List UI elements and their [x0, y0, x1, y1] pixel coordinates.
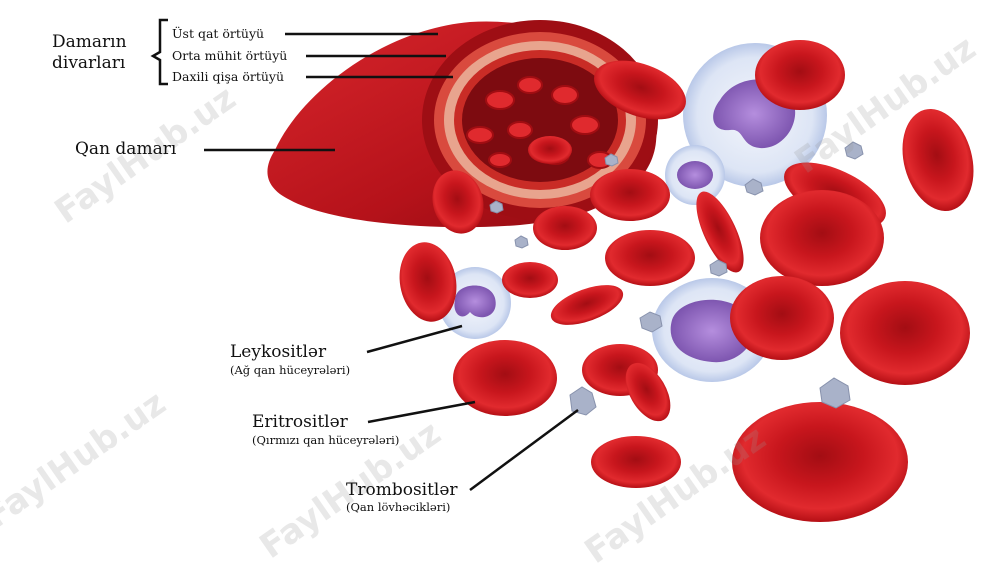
middle-layer-label: Orta mühit örtüyü [172, 48, 288, 63]
vessel-walls-line1: Damarın [52, 32, 127, 52]
erythrocytes-sublabel: (Qırmızı qan hüceyrələri) [252, 433, 400, 447]
vessel-walls-line2: divarları [52, 53, 126, 73]
leader-lines [204, 32, 579, 492]
outer-layer-label: Üst qat örtüyü [172, 26, 265, 41]
thrombocytes-label: Trombositlər [346, 480, 458, 500]
red-blood-cells [399, 40, 974, 522]
vessel-walls-label: Damarın divarları [52, 32, 127, 74]
blood-vessel-label: Qan damarı [75, 139, 177, 159]
thrombocytes-sublabel: (Qan lövhəcikləri) [346, 500, 451, 514]
erythrocytes-label: Eritrositlər [252, 412, 348, 432]
inner-layer-label: Daxili qişa örtüyü [172, 69, 285, 84]
leukocytes-sublabel: (Ağ qan hüceyrələri) [230, 363, 351, 377]
vessel-walls-bracket [150, 18, 168, 86]
platelets [489, 141, 864, 416]
leukocytes-label: Leykositlər [230, 342, 327, 362]
